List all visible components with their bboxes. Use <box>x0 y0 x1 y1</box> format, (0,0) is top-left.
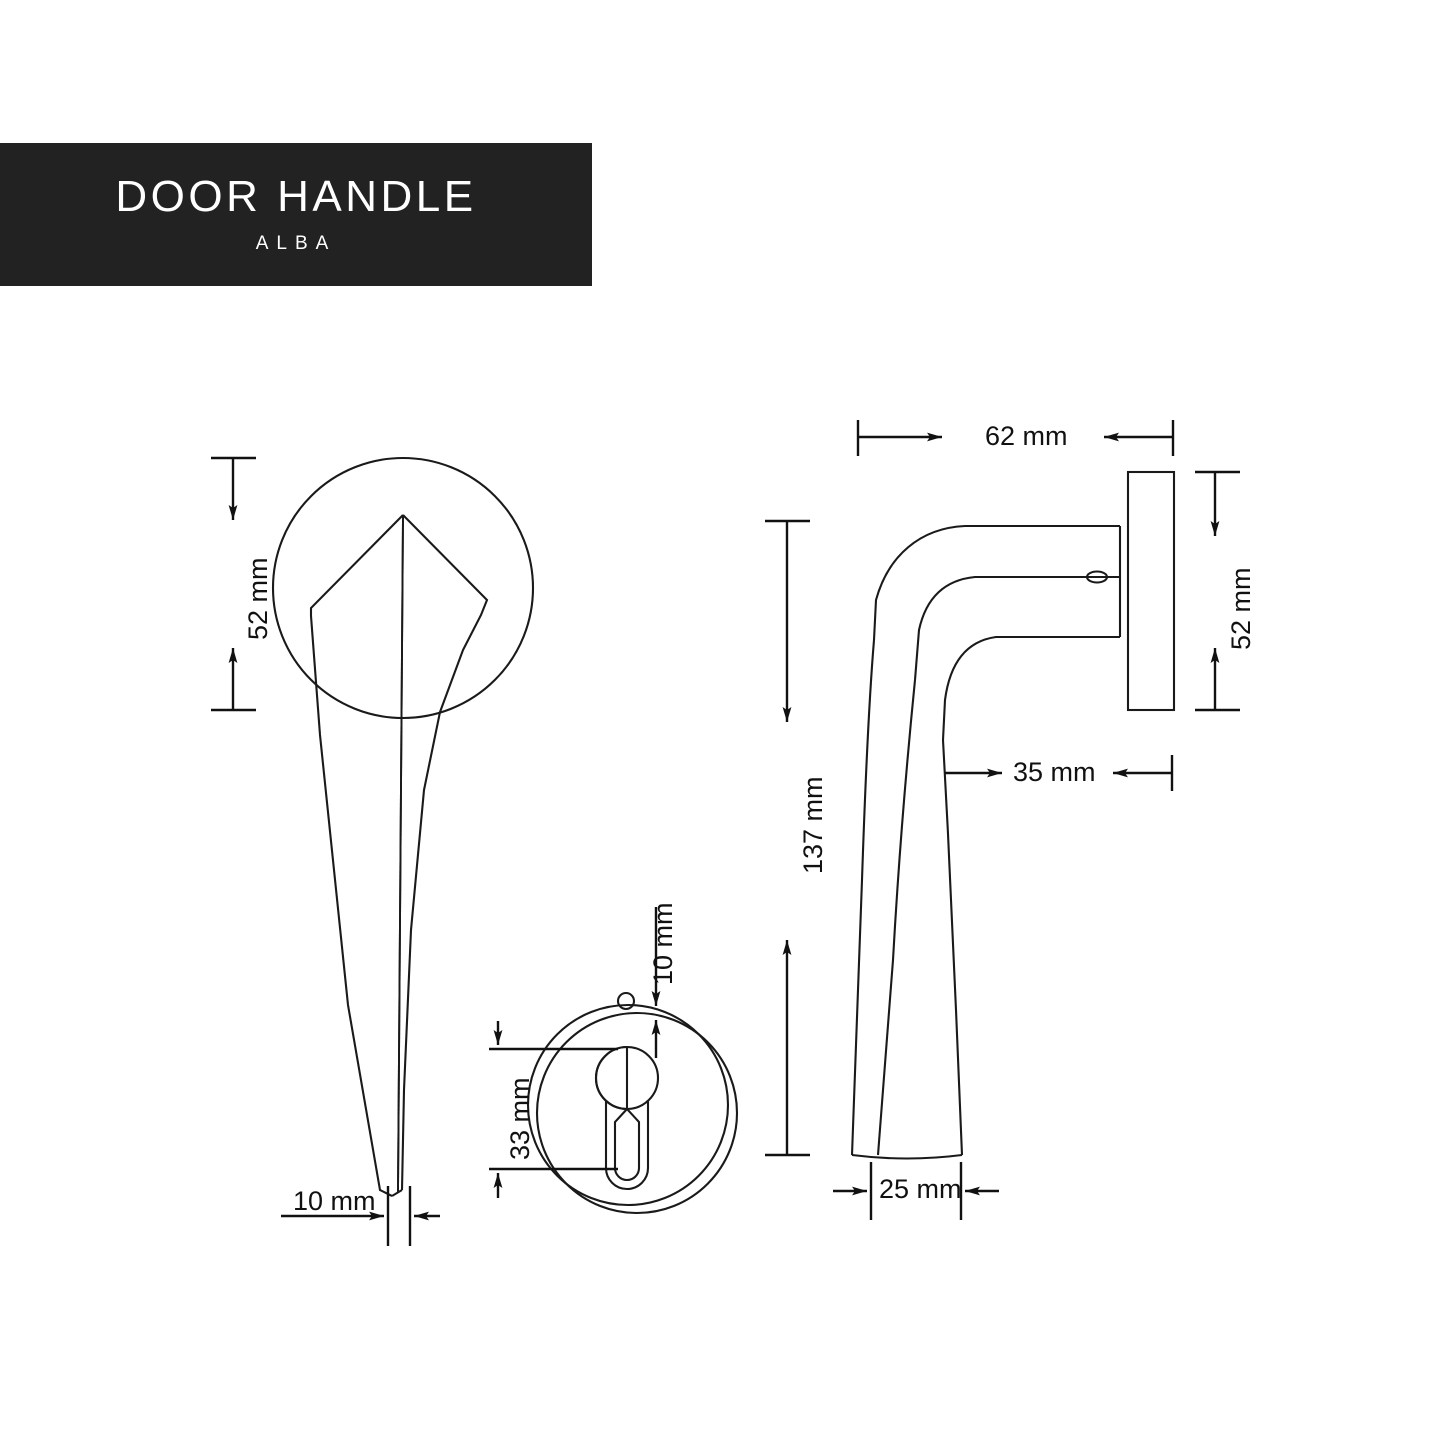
dim-33mm-keyhole <box>489 1021 618 1198</box>
grip-bottom-edge <box>851 1153 963 1160</box>
dim-label-10mm-tip: 10 mm <box>293 1186 376 1216</box>
lever-inner-curve <box>941 635 1120 741</box>
side-view-geometry <box>850 470 1176 1160</box>
handle-tip-edge <box>391 1189 403 1197</box>
rosette-screw-hole <box>616 991 636 1011</box>
dim-label-25mm: 25 mm <box>879 1174 962 1204</box>
dim-137mm-height <box>765 519 810 1157</box>
lever-facet-line <box>913 575 1120 681</box>
dim-25mm-grip-width <box>833 1162 999 1220</box>
lever-top-profile <box>872 524 1120 641</box>
handle-outline-left <box>309 514 404 1197</box>
dim-52mm-top-view <box>211 456 256 712</box>
dim-label-137mm: 137 mm <box>798 776 828 874</box>
rosette-back-circle <box>526 1003 730 1207</box>
handle-outline-right <box>400 514 489 1191</box>
grip-right <box>941 739 964 1156</box>
dim-label-62mm: 62 mm <box>985 421 1068 451</box>
rose-circle-top-view <box>271 456 535 720</box>
grip-inner-left <box>876 679 917 1156</box>
dim-62mm-projection <box>856 420 1175 456</box>
dim-label-52mm-top: 52 mm <box>243 557 273 640</box>
dim-label-52mm-side: 52 mm <box>1226 567 1256 650</box>
rosette-view-geometry <box>526 991 739 1215</box>
keyhole-cylinder-circle <box>594 1045 660 1111</box>
dim-10mm-handle-tip <box>281 1186 440 1246</box>
dim-label-33mm-keyhole: 33 mm <box>505 1077 535 1160</box>
dim-35mm-offset <box>945 755 1174 791</box>
rose-plate-side <box>1126 470 1176 712</box>
product-model: ALBA <box>255 232 337 254</box>
title-block: DOOR HANDLE ALBA <box>0 143 592 286</box>
dim-52mm-side-view <box>1195 470 1240 712</box>
keyhole-euro-profile <box>595 1045 641 1182</box>
keyhole-shank <box>604 1100 650 1191</box>
grip-outer-left <box>850 639 876 1156</box>
neck-screw-hole <box>1085 570 1109 584</box>
top-view-geometry <box>271 456 535 1197</box>
rosette-front-circle <box>535 1011 739 1215</box>
handle-ridge-2 <box>397 514 404 1193</box>
product-title: DOOR HANDLE <box>115 172 477 222</box>
dim-label-35mm: 35 mm <box>1013 757 1096 787</box>
dim-label-10mm-rosette: 10 mm <box>648 902 678 985</box>
